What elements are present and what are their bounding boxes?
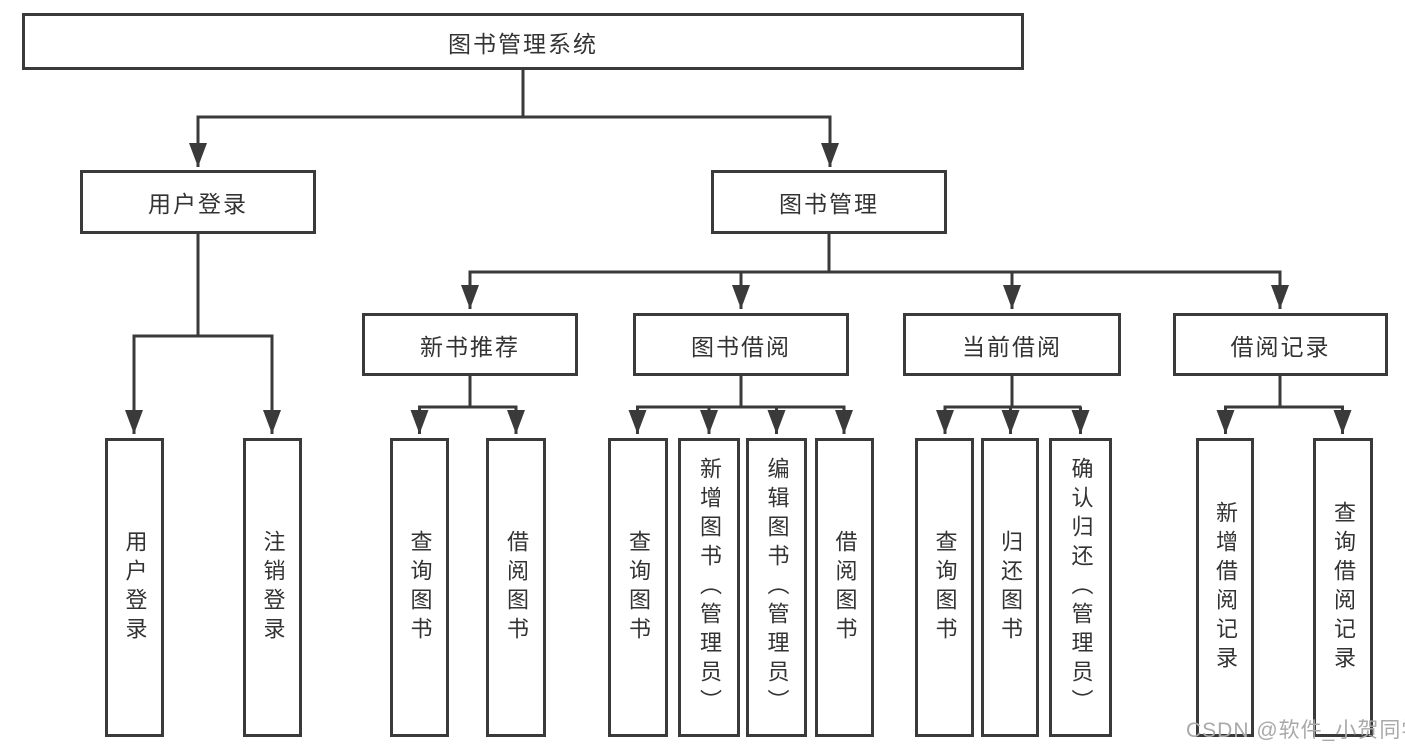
node-new-book-recommend: 新书推荐	[362, 313, 578, 376]
leaf-nb-query-book: 查询图书	[390, 438, 449, 737]
node-current-borrow: 当前借阅	[903, 313, 1121, 376]
leaf-br-add-record: 新增借阅记录	[1196, 438, 1254, 737]
leaf-bb-edit-book: 编辑图书（管理员）	[746, 438, 807, 737]
leaf-bb-query-book: 查询图书	[608, 438, 668, 737]
node-book-management: 图书管理	[711, 170, 947, 234]
leaf-cb-confirm-return: 确认归还（管理员）	[1049, 438, 1112, 737]
node-borrow-record: 借阅记录	[1173, 313, 1388, 376]
csdn-watermark: CSDN @软件_小贺同学	[1186, 719, 1405, 742]
leaf-cb-return-book: 归还图书	[981, 438, 1039, 737]
node-user-login: 用户登录	[80, 170, 316, 234]
leaf-nb-borrow-book: 借阅图书	[486, 438, 546, 737]
leaf-cb-query-book: 查询图书	[915, 438, 974, 737]
node-book-borrow: 图书借阅	[633, 313, 849, 376]
leaf-bb-borrow-book: 借阅图书	[815, 438, 874, 737]
leaf-logout: 注销登录	[243, 438, 302, 737]
leaf-bb-add-book: 新增图书（管理员）	[678, 438, 740, 737]
leaf-br-query-record: 查询借阅记录	[1313, 438, 1373, 737]
node-root: 图书管理系统	[22, 13, 1024, 70]
leaf-user-login: 用户登录	[105, 438, 164, 737]
